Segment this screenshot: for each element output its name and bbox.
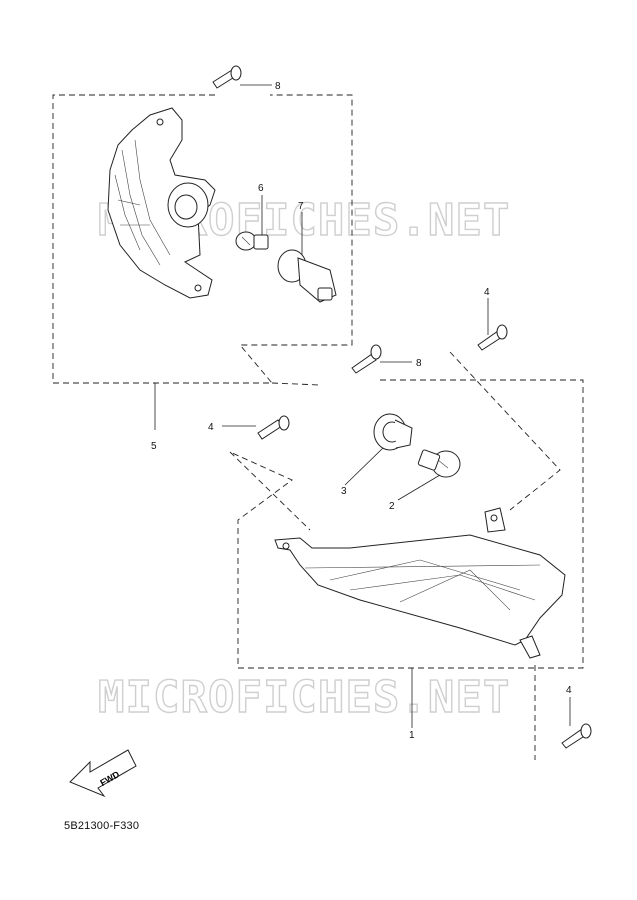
assembly-1-link (271, 382, 321, 386)
callout-4-upper: 4 (484, 287, 490, 298)
callout-3: 3 (341, 486, 347, 497)
watermark-bottom: MICROFICHES.NET (98, 672, 510, 723)
screw-4-lower (561, 723, 592, 749)
socket-3 (373, 413, 413, 451)
screw-8-middle (351, 344, 382, 374)
socket-7 (277, 249, 337, 303)
guide-4-left (229, 451, 311, 531)
callout-7: 7 (298, 201, 304, 212)
bulb-2 (417, 449, 461, 478)
bulb-6 (235, 231, 269, 251)
guide-4-right (449, 351, 561, 511)
assembly-1-boundary (229, 379, 584, 669)
callout-4-lower: 4 (566, 685, 572, 696)
screw-4-left (257, 415, 290, 440)
turn-signal-lens (274, 507, 566, 659)
callout-2: 2 (389, 501, 395, 512)
screw-4-upper (477, 324, 508, 351)
leader-2 (397, 474, 441, 501)
callout-8-top: 8 (275, 81, 281, 92)
callout-5: 5 (151, 441, 157, 452)
callout-1: 1 (409, 730, 415, 741)
front-flasher-light-assembly (107, 107, 216, 299)
callout-6: 6 (258, 183, 264, 194)
leader-3 (344, 447, 384, 486)
callout-8-middle: 8 (416, 358, 422, 369)
diagram-code: 5B21300-F330 (64, 820, 140, 832)
callout-4-left: 4 (208, 422, 214, 433)
screw-8-top (212, 65, 242, 89)
assembly-5-boundary (52, 94, 353, 384)
fwd-arrow-icon: FWD (69, 749, 137, 798)
